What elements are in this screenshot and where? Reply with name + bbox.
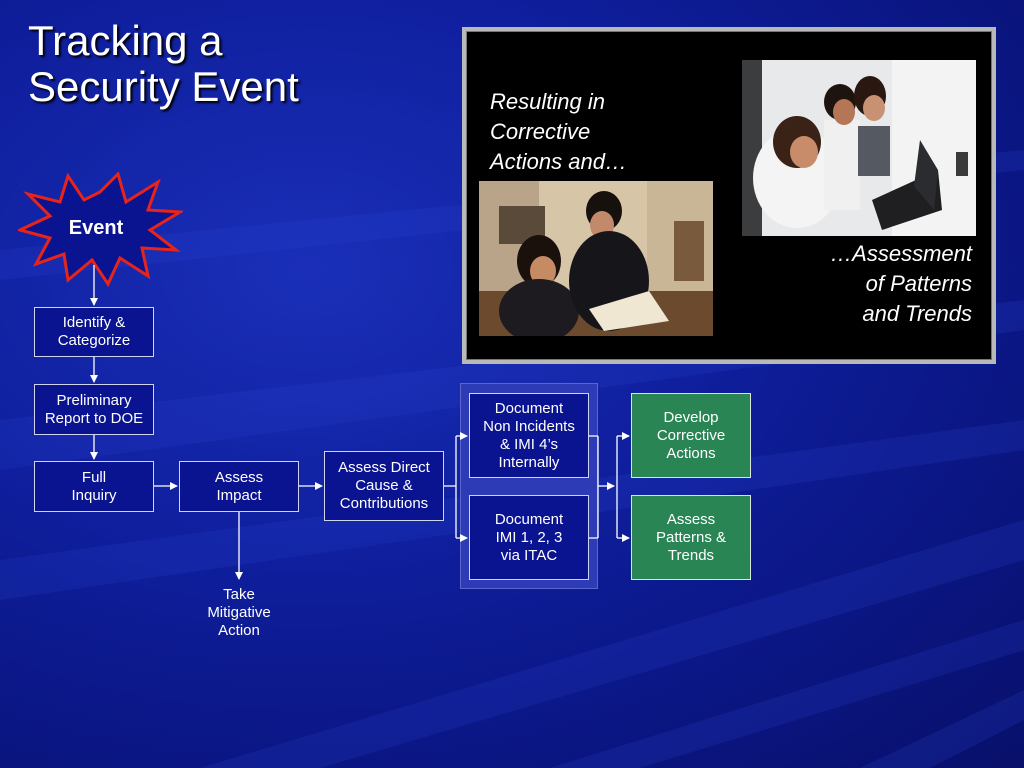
photo-callout-panel: Resulting in Corrective Actions and… …As… (462, 27, 996, 364)
caption-right-line-3: and Trends (862, 301, 972, 326)
full-inquiry-label: Full Inquiry (71, 468, 117, 504)
document-itac-box: Document IMI 1, 2, 3 via ITAC (469, 495, 589, 580)
assess-direct-cause-label: Assess Direct Cause & Contributions (338, 459, 430, 512)
caption-corrective-actions: Resulting in Corrective Actions and… (490, 87, 627, 177)
develop-corrective-actions-box: Develop Corrective Actions (631, 393, 751, 478)
slide-title: Tracking a Security Event (28, 18, 299, 110)
preliminary-report-label: Preliminary Report to DOE (44, 391, 144, 427)
event-starburst (18, 172, 183, 287)
starburst-shape (18, 172, 183, 287)
document-internal-box: Document Non Incidents & IMI 4’s Interna… (469, 393, 589, 478)
event-label: Event (68, 217, 124, 239)
caption-assessment-patterns: …Assessment of Patterns and Trends (830, 239, 972, 329)
identify-categorize-label: Identify & Categorize (57, 314, 131, 349)
caption-left-line-1: Resulting in (490, 89, 605, 114)
caption-left-line-3: Actions and… (490, 149, 627, 174)
identify-categorize-box: Identify & Categorize (34, 307, 154, 357)
assess-patterns-box: Assess Patterns & Trends (631, 495, 751, 580)
office-team-laptop-photo (742, 60, 976, 236)
caption-right-line-2: of Patterns (865, 271, 972, 296)
assess-patterns-label: Assess Patterns & Trends (655, 510, 727, 564)
assess-direct-cause-box: Assess Direct Cause & Contributions (324, 451, 444, 521)
assess-impact-box: Assess Impact (179, 461, 299, 512)
caption-left-line-2: Corrective (490, 119, 591, 144)
assess-impact-label: Assess Impact (214, 468, 264, 504)
office-colleagues-documents-photo (479, 181, 713, 336)
develop-corrective-actions-label: Develop Corrective Actions (656, 408, 726, 462)
document-internal-label: Document Non Incidents & IMI 4’s Interna… (483, 399, 575, 471)
preliminary-report-box: Preliminary Report to DOE (34, 384, 154, 435)
title-line-1: Tracking a (28, 17, 223, 64)
caption-right-line-1: …Assessment (830, 241, 972, 266)
full-inquiry-box: Full Inquiry (34, 461, 154, 512)
document-itac-label: Document IMI 1, 2, 3 via ITAC (494, 510, 564, 564)
take-mitigative-action-label: Take Mitigative Action (207, 586, 271, 639)
title-line-2: Security Event (28, 63, 299, 110)
